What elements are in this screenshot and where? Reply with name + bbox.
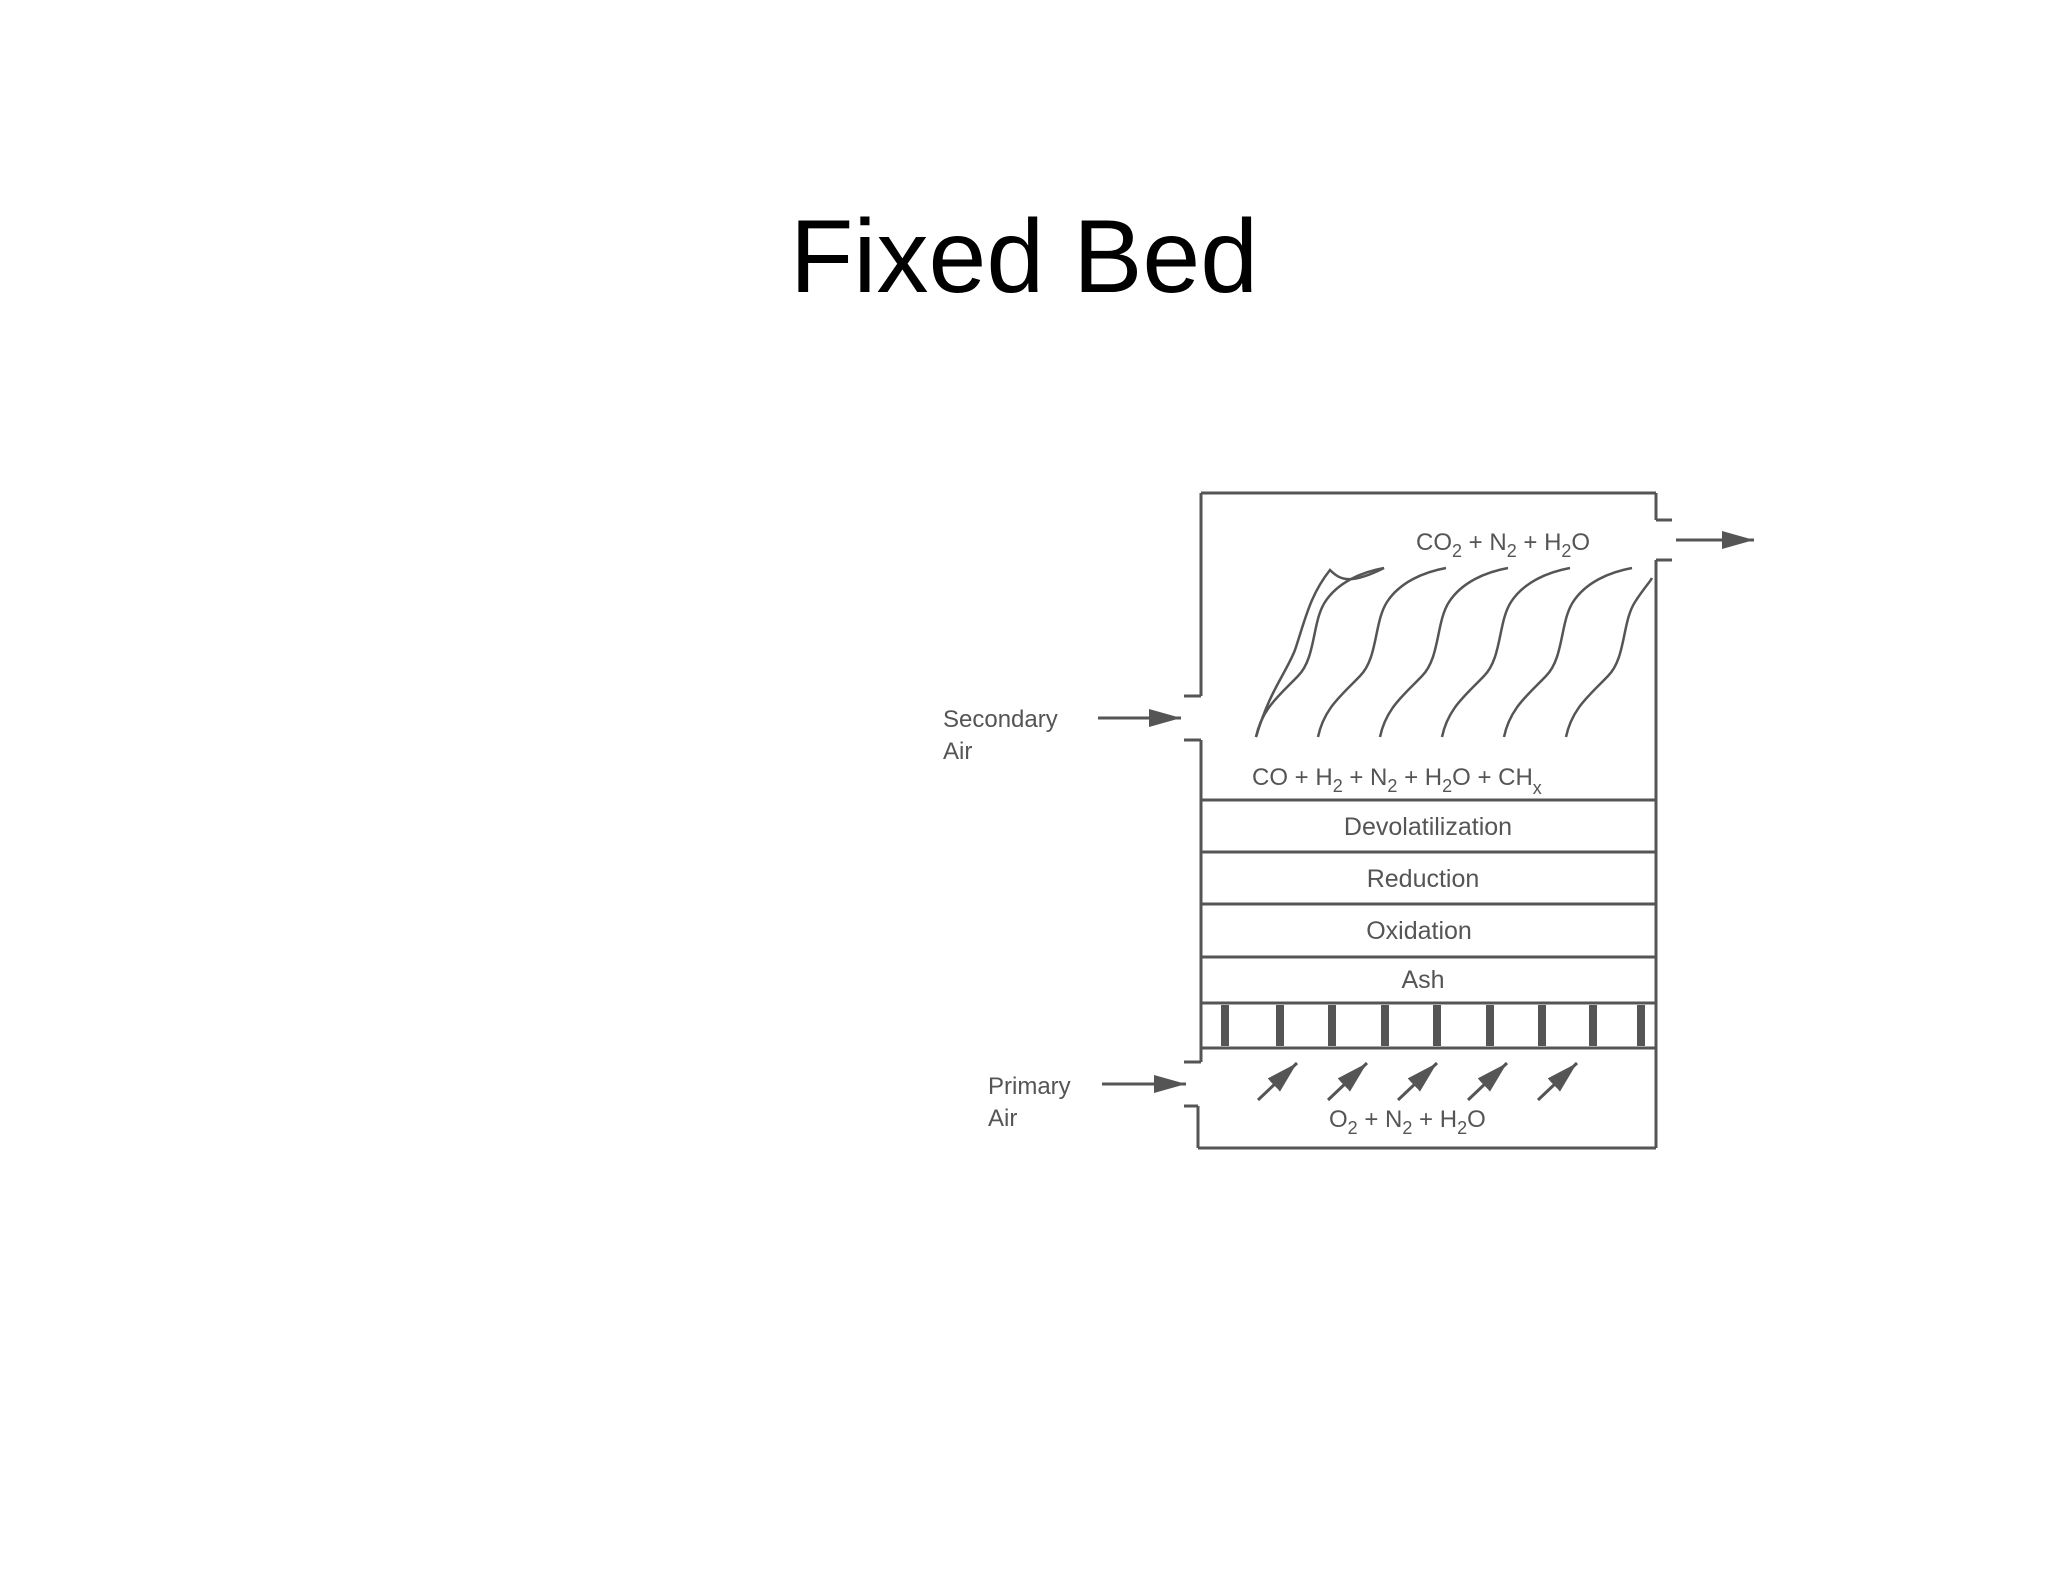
zone-dividers	[1201, 798, 1656, 1050]
gas-mixture-label: CO + H2 + N2 + H2O + CHx	[1252, 764, 1542, 798]
page-title: Fixed Bed	[789, 199, 1259, 315]
secondary-air-label-line2: Air	[943, 738, 972, 765]
zone-label-oxidation: Oxidation	[1366, 917, 1472, 945]
exhaust-gas-label: CO2 + N2 + H2O	[1416, 529, 1590, 561]
reactor-vessel	[1184, 491, 1672, 1150]
zone-label-devolatilization: Devolatilization	[1344, 813, 1512, 841]
feed-gas-label: O2 + N2 + H2O	[1329, 1106, 1486, 1138]
rising-gas-lines	[1254, 566, 1654, 738]
secondary-air-label: Secondary	[943, 706, 1058, 733]
grate	[1221, 1005, 1645, 1046]
zone-label-reduction: Reduction	[1367, 865, 1480, 893]
primary-air-label: Primary	[988, 1073, 1071, 1100]
primary-air-flow-arrows	[1256, 1061, 1579, 1102]
zone-label-ash: Ash	[1401, 966, 1444, 994]
primary-air-label-line2: Air	[988, 1105, 1017, 1132]
